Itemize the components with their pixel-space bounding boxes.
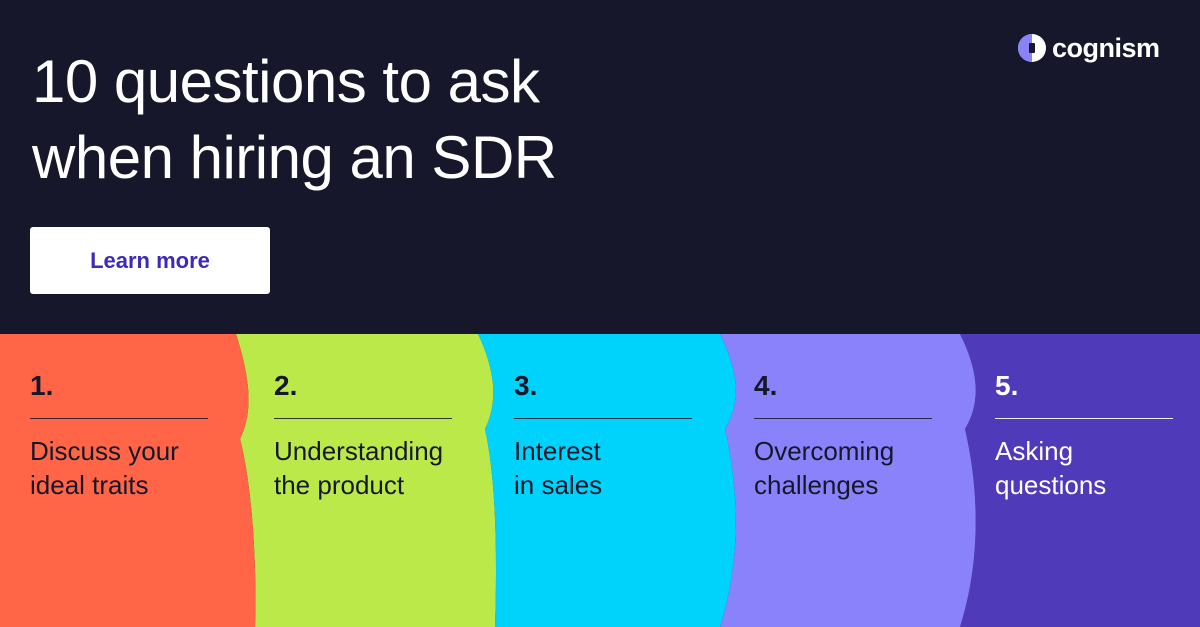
brand-logo[interactable]: cognism (1018, 32, 1160, 64)
brand-name: cognism (1052, 32, 1160, 63)
step-5-label: Asking questions (995, 434, 1106, 502)
learn-more-button[interactable]: Learn more (30, 227, 270, 294)
band-5-shape (960, 334, 1200, 627)
steps-chevron-bands (0, 334, 1200, 627)
step-4-number: 4. (754, 370, 778, 401)
step-2-label-line-2: the product (274, 470, 405, 500)
headline: 10 questions to ask when hiring an SDR (32, 44, 732, 196)
step-1-label-line-1: Discuss your (30, 436, 179, 466)
step-1-number: 1. (30, 370, 54, 401)
step-4-label-line-1: Overcoming (754, 436, 895, 466)
step-3-label-line-2: in sales (514, 470, 603, 500)
step-2-number: 2. (274, 370, 298, 401)
step-5-divider (995, 418, 1173, 419)
step-5-label-line-2: questions (995, 470, 1107, 500)
step-4-divider (754, 418, 932, 419)
step-2-label: Understanding the product (274, 434, 443, 502)
step-1-label-line-2: ideal traits (30, 470, 149, 500)
step-4-label-line-2: challenges (754, 470, 879, 500)
step-2-label-line-1: Understanding (274, 436, 444, 466)
step-3-label-line-1: Interest (514, 436, 601, 466)
step-3: 3. Interest in sales (514, 334, 724, 627)
step-3-number: 3. (514, 370, 538, 401)
step-5-label-line-1: Asking (995, 436, 1074, 466)
steps-strip: 1. Discuss your ideal traits 2. Understa… (0, 334, 1200, 627)
cognism-logo-icon (1018, 34, 1046, 62)
band-1-shape (0, 334, 256, 627)
band-3-shape (478, 334, 736, 627)
headline-line-1: 10 questions to ask (32, 48, 540, 115)
headline-line-2: when hiring an SDR (32, 124, 557, 191)
band-4-shape (720, 334, 976, 627)
step-5: 5. Asking questions (995, 334, 1195, 627)
step-4-label: Overcoming challenges (754, 434, 894, 502)
step-2-divider (274, 418, 452, 419)
step-3-label: Interest in sales (514, 434, 602, 502)
step-2: 2. Understanding the product (274, 334, 484, 627)
step-3-divider (514, 418, 692, 419)
step-5-number: 5. (995, 370, 1019, 401)
step-1: 1. Discuss your ideal traits (30, 334, 240, 627)
step-1-label: Discuss your ideal traits (30, 434, 179, 502)
band-2-shape (236, 334, 496, 627)
step-1-divider (30, 418, 208, 419)
step-4: 4. Overcoming challenges (754, 334, 964, 627)
hero-banner: 10 questions to ask when hiring an SDR L… (30, 32, 1161, 294)
